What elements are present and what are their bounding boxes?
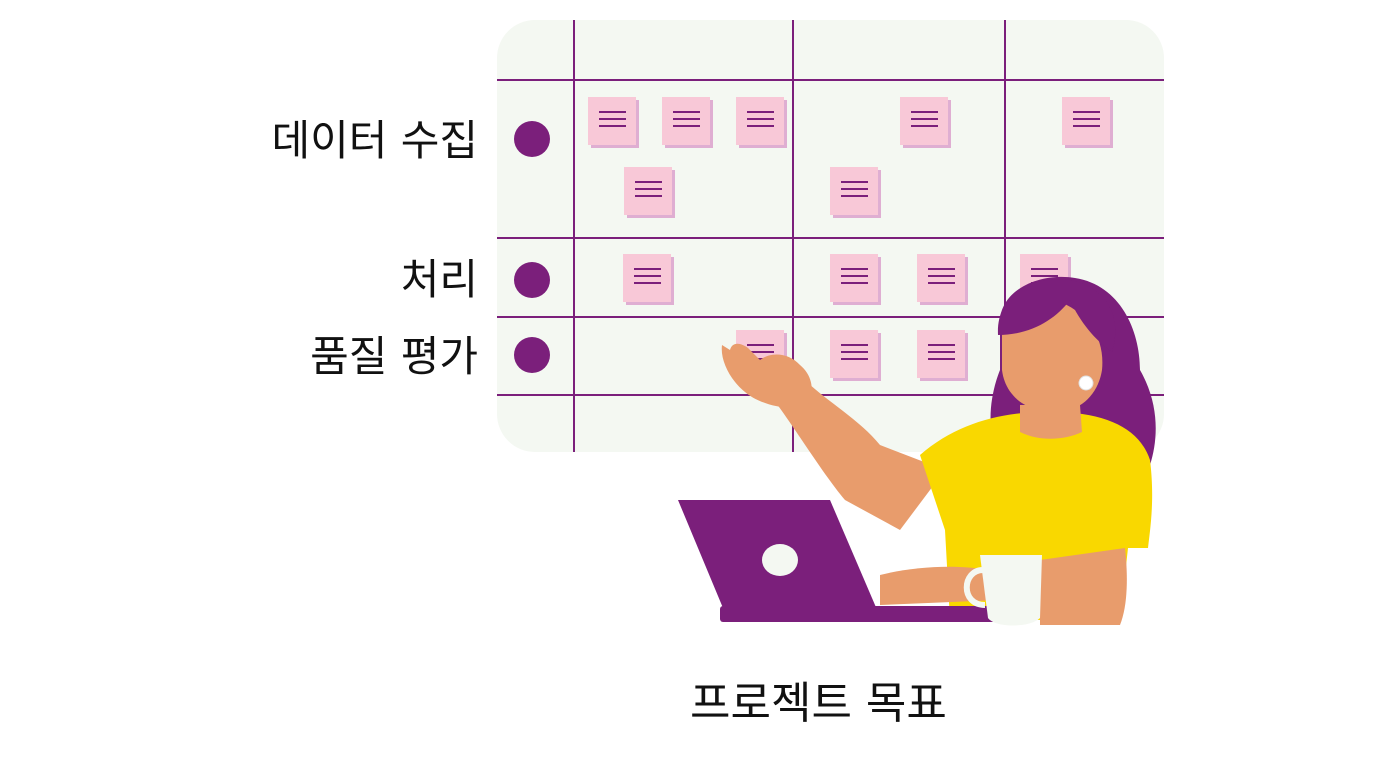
sticky-note: [1062, 97, 1110, 145]
sticky-note: [830, 330, 878, 378]
forearm-shape: [1040, 548, 1127, 625]
row-label-data-collection: 데이터 수집: [271, 116, 478, 165]
sticky-note: [623, 254, 671, 302]
row-label-processing: 처리: [400, 255, 478, 304]
row-label-quality-evaluation: 품질 평가: [310, 332, 478, 381]
board-grid-line: [573, 20, 575, 452]
bangs-shape: [997, 279, 1116, 352]
sticky-note: [736, 97, 784, 145]
board-grid-line: [497, 237, 1164, 239]
board-grid-line: [497, 316, 1164, 318]
sticky-note: [588, 97, 636, 145]
sticky-note: [917, 254, 965, 302]
board-grid-line: [792, 20, 794, 452]
sticky-note: [830, 254, 878, 302]
sticky-note: [830, 167, 878, 215]
earring-shape: [1078, 375, 1094, 391]
row-bullet-icon: [514, 262, 550, 298]
raised-hand-shape: [721, 343, 812, 408]
laptop-logo-shape: [762, 544, 798, 576]
sticky-note: [900, 97, 948, 145]
sticky-note: [624, 167, 672, 215]
mug-handle-shape: [963, 567, 986, 608]
sticky-note: [917, 330, 965, 378]
board-grid-line: [1004, 20, 1006, 452]
board-grid-line: [497, 394, 1164, 396]
raised-arm-shape: [770, 380, 945, 530]
sticky-note: [662, 97, 710, 145]
neck-shape: [1020, 405, 1082, 439]
mug-shape: [980, 555, 1042, 626]
board-grid-line: [497, 79, 1164, 81]
row-bullet-icon: [514, 121, 550, 157]
planning-board: [497, 20, 1164, 452]
laptop-base-shape: [720, 606, 1010, 622]
project-goal-title: 프로젝트 목표: [690, 678, 947, 729]
row-bullet-icon: [514, 337, 550, 373]
